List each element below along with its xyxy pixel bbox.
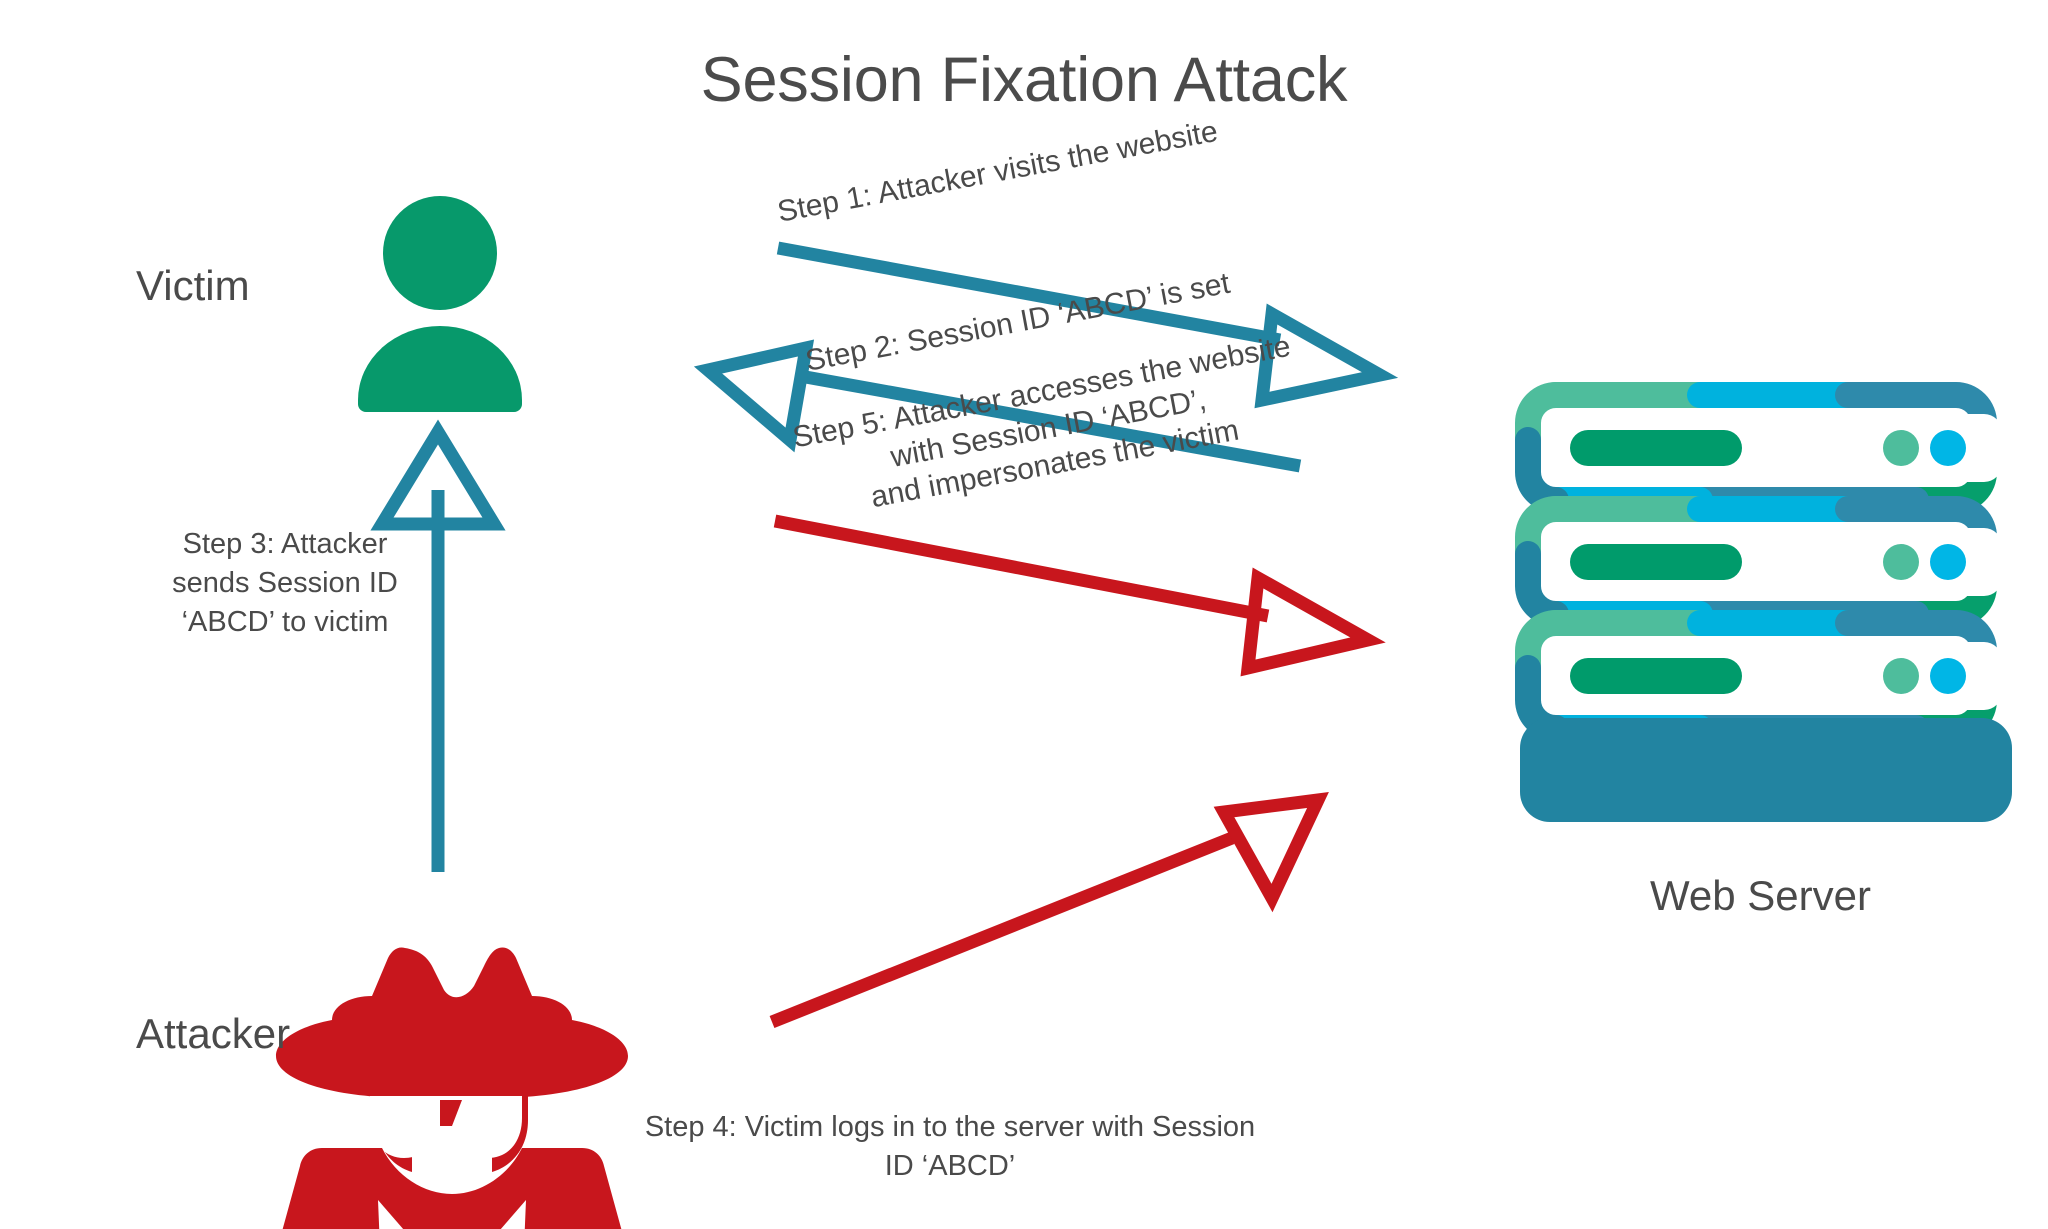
server-led-cyan: [1930, 430, 1966, 466]
server-led-green: [1883, 544, 1919, 580]
server-unit-3: [1515, 610, 2002, 741]
step-3-label: Step 3: Attacker sends Session ID ‘ABCD’…: [172, 528, 398, 638]
step-1-arrow: [776, 241, 1399, 409]
server-led-cyan: [1930, 544, 1966, 580]
server-stack-icon: [1515, 382, 2012, 822]
page-title: Session Fixation Attack: [700, 45, 1348, 115]
attacker-label: Attacker: [136, 1010, 291, 1057]
web-server-label: Web Server: [1650, 872, 1871, 919]
attacker-spy-icon: [276, 947, 628, 1229]
step-3-arrow: [370, 419, 506, 872]
victim-label: Victim: [136, 262, 250, 309]
server-unit-1: [1515, 382, 2002, 513]
step-4-arrow: [769, 792, 1329, 1029]
victim-person-icon: [358, 196, 522, 412]
server-led-green: [1883, 658, 1919, 694]
server-led-green: [1883, 430, 1919, 466]
server-led-cyan: [1930, 658, 1966, 694]
step-2-arrow: [693, 339, 1302, 473]
server-unit-2: [1515, 496, 2002, 627]
step-4-label: Step 4: Victim logs in to the server wit…: [644, 1111, 1256, 1182]
step-5-arrow: [773, 514, 1386, 677]
server-base-block: [1520, 718, 2012, 822]
